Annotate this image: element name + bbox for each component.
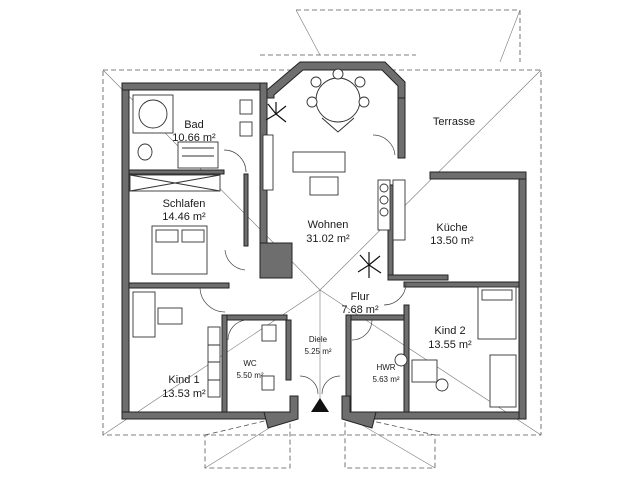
plant-icon xyxy=(265,102,382,278)
room-area-kind2: 13.55 m² xyxy=(428,339,472,351)
room-name-wc: WC xyxy=(243,359,257,368)
room-name-wohnen: Wohnen xyxy=(308,219,349,231)
kitchen-furniture xyxy=(377,179,406,241)
room-name-kueche: Küche xyxy=(436,222,467,234)
kid2-furniture xyxy=(394,286,517,408)
room-area-wohnen: 31.02 m² xyxy=(306,233,350,245)
bedroom-furniture xyxy=(129,174,221,275)
doors xyxy=(199,134,407,395)
room-name-schlafen: Schlafen xyxy=(163,198,206,210)
room-area-kueche: 13.50 m² xyxy=(430,235,474,247)
room-area-schlafen: 14.46 m² xyxy=(162,211,206,223)
entrance-arrow-icon xyxy=(311,398,329,412)
room-area-wc: 5.50 m² xyxy=(236,371,263,380)
living-furniture xyxy=(259,68,370,279)
entrance-walls xyxy=(263,395,377,429)
room-name-kind1: Kind 1 xyxy=(168,374,199,386)
room-area-flur: 7.68 m² xyxy=(341,304,379,316)
room-name-diele: Diele xyxy=(309,335,328,344)
room-area-kind1: 13.53 m² xyxy=(162,388,206,400)
room-name-terrasse: Terrasse xyxy=(433,116,475,128)
room-labels: Bad 10.66 m² Schlafen 14.46 m² Wohnen 31… xyxy=(162,116,475,400)
bathroom-fixtures xyxy=(132,94,253,169)
room-name-bad: Bad xyxy=(184,119,204,131)
room-area-bad: 10.66 m² xyxy=(172,132,216,144)
room-area-hwr: 5.63 m² xyxy=(372,375,399,384)
kid1-furniture xyxy=(132,291,277,398)
room-area-diele: 5.25 m² xyxy=(304,347,331,356)
room-name-kind2: Kind 2 xyxy=(434,325,465,337)
room-name-hwr: HWR xyxy=(376,363,395,372)
room-name-flur: Flur xyxy=(351,291,370,303)
